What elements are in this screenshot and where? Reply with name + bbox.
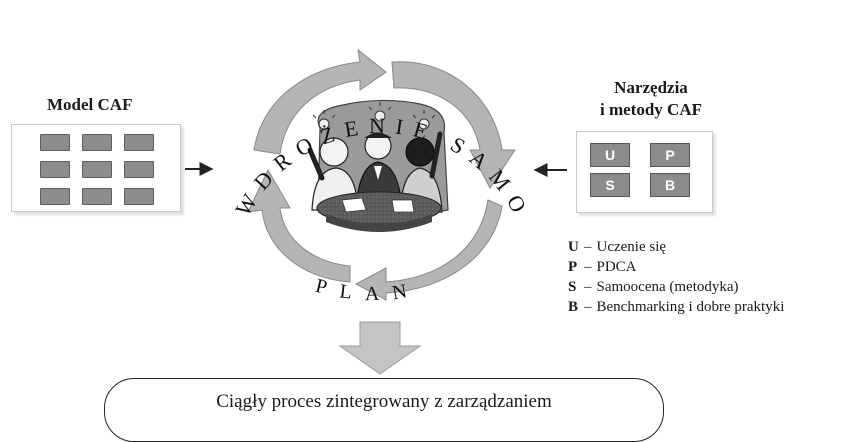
tool-cell-b: B: [650, 173, 690, 197]
cycle-arrow-top-right: [391, 61, 516, 189]
cycle-arrow-bottom-right: [354, 199, 503, 301]
tools-title-line2: i metody CAF: [600, 100, 702, 119]
model-caf-grid: [40, 134, 154, 205]
legend-item-b: B–Benchmarking i dobre praktyki: [568, 299, 785, 315]
continuous-process-label: Ciągły proces zintegrowany z zarządzanie…: [216, 391, 552, 412]
cycle-arrow-bottom-left: [247, 168, 351, 283]
tools-box: U P S B: [576, 131, 713, 213]
legend-item-p: P–PDCA: [568, 259, 637, 275]
model-caf-title: Model CAF: [47, 95, 133, 114]
tools-title-line1: Narzędzia: [614, 78, 688, 97]
idea-bulbs: [318, 110, 430, 130]
tool-cell-p: P: [650, 143, 690, 167]
model-cell: [82, 188, 112, 205]
model-cell: [40, 161, 70, 178]
cycle-diagram: WDROŻENIE SAMOOCENA PLAN: [0, 0, 567, 375]
model-cell: [124, 134, 154, 151]
team-meeting-illustration: [307, 99, 449, 232]
cycle-arrow-top-left: [253, 48, 387, 155]
model-cell: [40, 188, 70, 205]
model-cell: [124, 161, 154, 178]
legend-item-s: S–Samoocena (metodyka): [568, 279, 739, 295]
legend-item-u: U–Uczenie się: [568, 239, 667, 255]
model-cell: [82, 161, 112, 178]
model-cell: [40, 134, 70, 151]
tool-cell-s: S: [590, 173, 630, 197]
down-arrow: [338, 321, 422, 375]
model-caf-box: [11, 124, 181, 212]
legend: U–Uczenie się P–PDCA S–Samoocena (metody…: [568, 237, 858, 317]
model-cell: [82, 134, 112, 151]
model-cell: [124, 188, 154, 205]
tools-title: Narzędzia i metody CAF: [586, 77, 716, 121]
tool-cell-u: U: [590, 143, 630, 167]
